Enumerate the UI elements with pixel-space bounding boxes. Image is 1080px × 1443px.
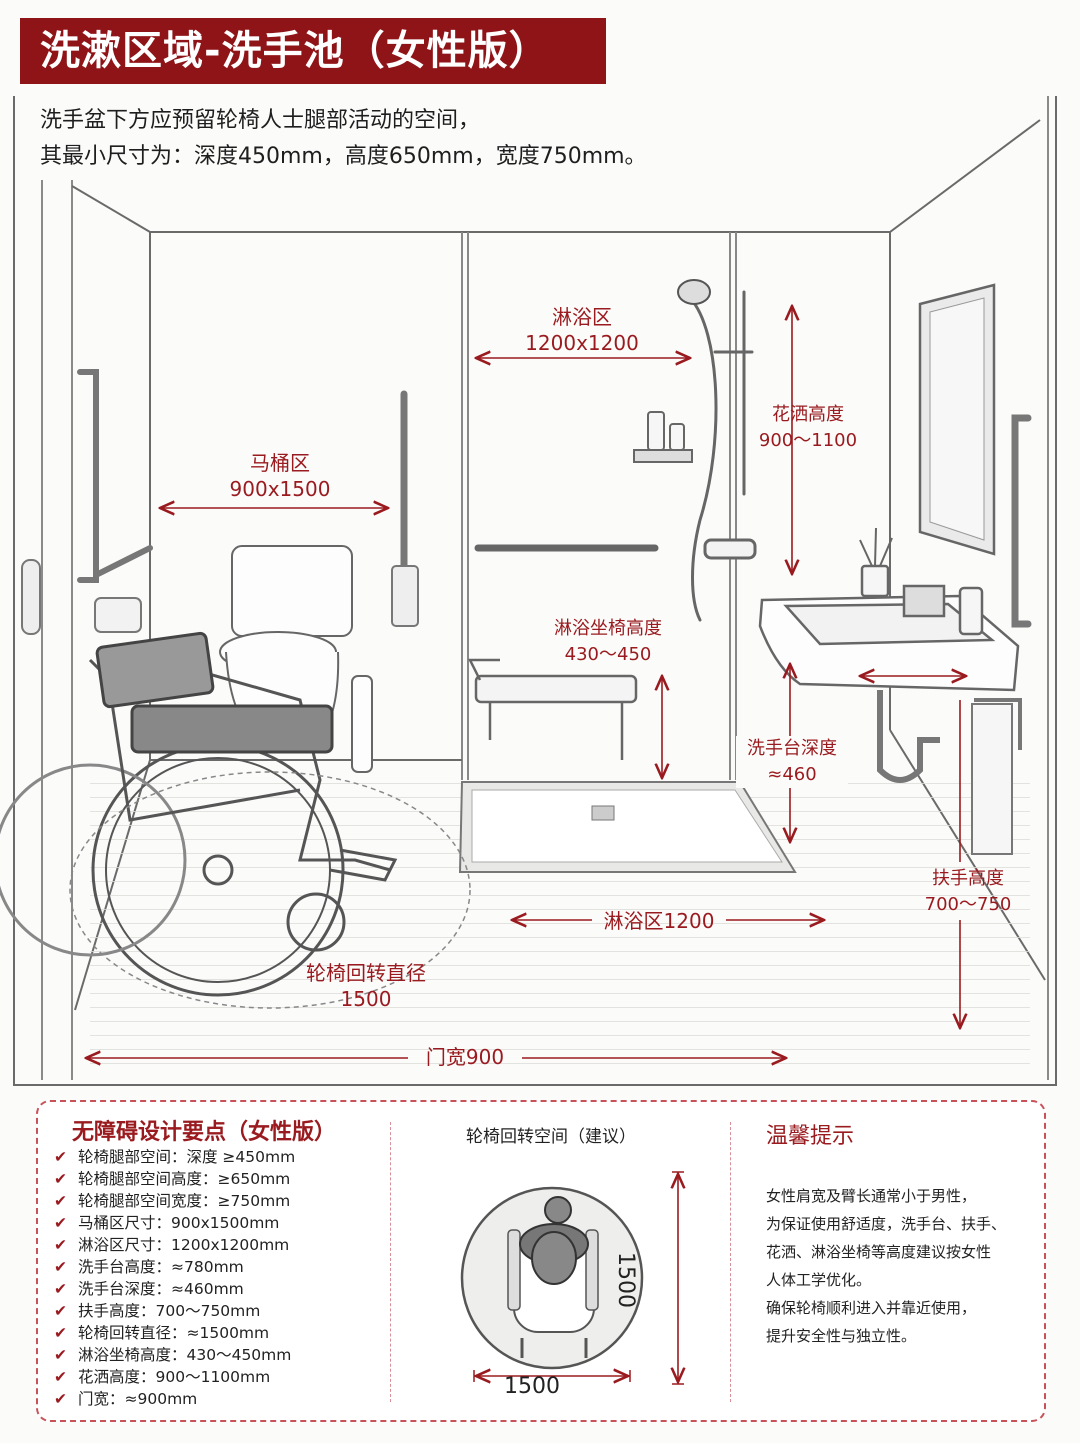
turning-diameter-name: 轮椅回转直径 <box>306 961 426 985</box>
page-title: 洗漱区域-洗手池（女性版） <box>40 28 550 74</box>
shower-zone-label: 淋浴区 1200x1200 <box>522 304 642 356</box>
seat-height-name: 淋浴坐椅高度 <box>554 618 662 639</box>
handrail-height-value: 700～750 <box>924 894 1012 915</box>
check-icon: ✔ <box>54 1280 67 1298</box>
checklist-item: ✔花洒高度：900～1100mm <box>54 1368 271 1386</box>
basin-depth-name: 洗手台深度 <box>747 738 837 759</box>
checklist-item: ✔轮椅腿部空间：深度 ≥450mm <box>54 1148 296 1166</box>
panel-divider-2 <box>730 1122 731 1402</box>
shower-height-label: 花洒高度 900～1100 <box>748 402 868 454</box>
basin-depth-value: ≈460 <box>767 764 817 785</box>
toilet-zone-name: 马桶区 <box>250 451 310 475</box>
tips-title: 温馨提示 <box>766 1124 855 1149</box>
checklist: ✔轮椅腿部空间：深度 ≥450mm ✔轮椅腿部空间高度：≥650mm ✔轮椅腿部… <box>54 1146 295 1410</box>
check-icon: ✔ <box>54 1390 67 1408</box>
door-width-label: 门宽900 <box>425 1045 505 1069</box>
checklist-item: ✔马桶区尺寸：900x1500mm <box>54 1214 280 1232</box>
check-icon: ✔ <box>54 1192 67 1210</box>
basin-depth-label: 洗手台深度 ≈460 <box>736 736 848 788</box>
turning-height-dim: 1500 <box>613 1252 638 1308</box>
tips-line: 确保轮椅顺利进入并靠近使用， <box>766 1299 977 1317</box>
shower-height-value: 900～1100 <box>758 430 858 451</box>
check-icon: ✔ <box>54 1236 67 1254</box>
wheelchair-topview-icon <box>460 1171 708 1385</box>
check-icon: ✔ <box>54 1258 67 1276</box>
checklist-item: ✔淋浴区尺寸：1200x1200mm <box>54 1236 290 1254</box>
tips-text: 女性肩宽及臂长通常小于男性， 为保证使用舒适度，洗手台、扶手、 花洒、淋浴坐椅等… <box>766 1182 1036 1350</box>
turning-space-title: 轮椅回转空间（建议） <box>466 1127 636 1147</box>
check-icon: ✔ <box>54 1148 67 1166</box>
handrail-height-name: 扶手高度 <box>932 868 1004 889</box>
checklist-item: ✔洗手台深度：≈460mm <box>54 1280 244 1298</box>
checklist-item: ✔轮椅腿部空间宽度：≥750mm <box>54 1192 291 1210</box>
checklist-item: ✔淋浴坐椅高度：430～450mm <box>54 1346 292 1364</box>
shower-width-label: 淋浴区1200 <box>603 909 715 933</box>
toilet-zone-size: 900x1500 <box>229 477 331 501</box>
toilet-zone-label: 马桶区 900x1500 <box>220 450 340 502</box>
shower-zone-size: 1200x1200 <box>525 331 639 355</box>
intro-line-1: 洗手盆下方应预留轮椅人士腿部活动的空间， <box>40 108 481 133</box>
info-panel: 无障碍设计要点（女性版） ✔轮椅腿部空间：深度 ≥450mm ✔轮椅腿部空间高度… <box>36 1100 1046 1422</box>
checklist-item: ✔扶手高度：700～750mm <box>54 1302 261 1320</box>
seat-height-label: 淋浴坐椅高度 430～450 <box>540 616 676 668</box>
turning-diameter-label: 轮椅回转直径 1500 <box>296 960 436 1012</box>
check-icon: ✔ <box>54 1214 67 1232</box>
handrail-height-label: 扶手高度 700～750 <box>908 866 1028 918</box>
shower-height-name: 花洒高度 <box>772 404 844 425</box>
tips-line: 人体工学优化。 <box>766 1271 872 1289</box>
panel-divider-1 <box>390 1122 391 1402</box>
check-icon: ✔ <box>54 1302 67 1320</box>
seat-height-value: 430～450 <box>564 644 652 665</box>
check-icon: ✔ <box>54 1346 67 1364</box>
tips-line: 女性肩宽及臂长通常小于男性， <box>766 1187 977 1205</box>
check-icon: ✔ <box>54 1170 67 1188</box>
turning-width-dim: 1500 <box>504 1374 560 1399</box>
checklist-item: ✔洗手台高度：≈780mm <box>54 1258 244 1276</box>
checklist-title: 无障碍设计要点（女性版） <box>72 1120 337 1145</box>
checklist-item: ✔轮椅回转直径：≈1500mm <box>54 1324 270 1342</box>
tips-line: 花洒、淋浴坐椅等高度建议按女性 <box>766 1243 992 1261</box>
check-icon: ✔ <box>54 1368 67 1386</box>
intro-line-2: 其最小尺寸为：深度450mm，高度650mm，宽度750mm。 <box>40 144 647 169</box>
tips-line: 提升安全性与独立性。 <box>766 1327 917 1345</box>
checklist-item: ✔轮椅腿部空间高度：≥650mm <box>54 1170 291 1188</box>
turning-diameter-value: 1500 <box>340 987 392 1011</box>
checklist-item: ✔门宽：≈900mm <box>54 1390 198 1408</box>
check-icon: ✔ <box>54 1324 67 1342</box>
bathroom-illustration <box>0 96 1057 1086</box>
shower-zone-name: 淋浴区 <box>552 305 612 329</box>
title-banner: 洗漱区域-洗手池（女性版） <box>20 18 606 84</box>
tips-line: 为保证使用舒适度，洗手台、扶手、 <box>766 1215 1007 1233</box>
